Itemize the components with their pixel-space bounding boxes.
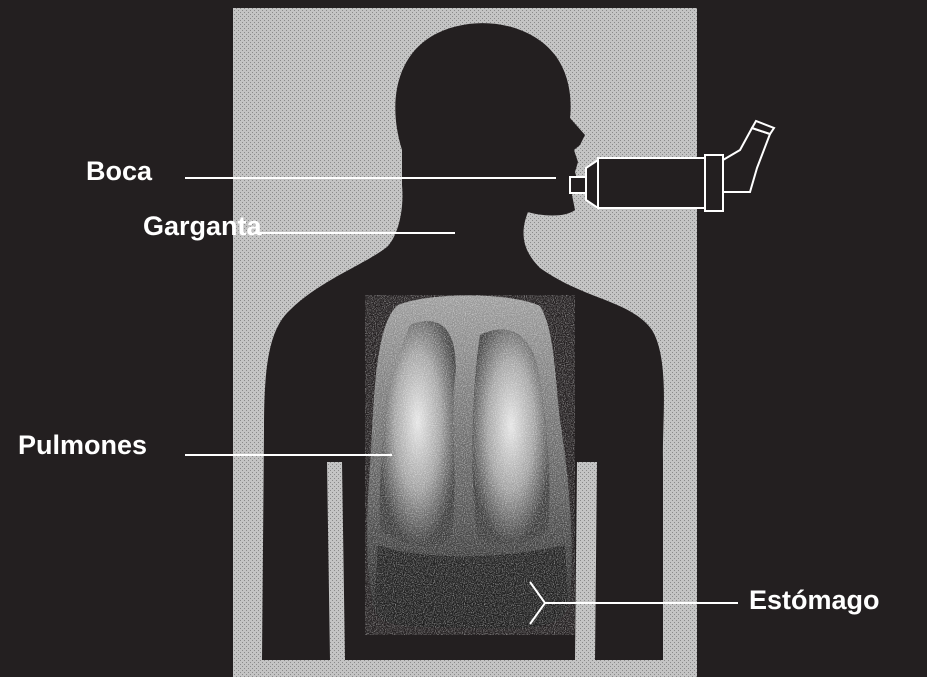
label-estomago: Estómago [749, 587, 880, 614]
label-boca: Boca [86, 158, 152, 185]
lung-grain [365, 295, 575, 635]
label-pulmones: Pulmones [18, 432, 147, 459]
label-garganta: Garganta [143, 213, 262, 240]
